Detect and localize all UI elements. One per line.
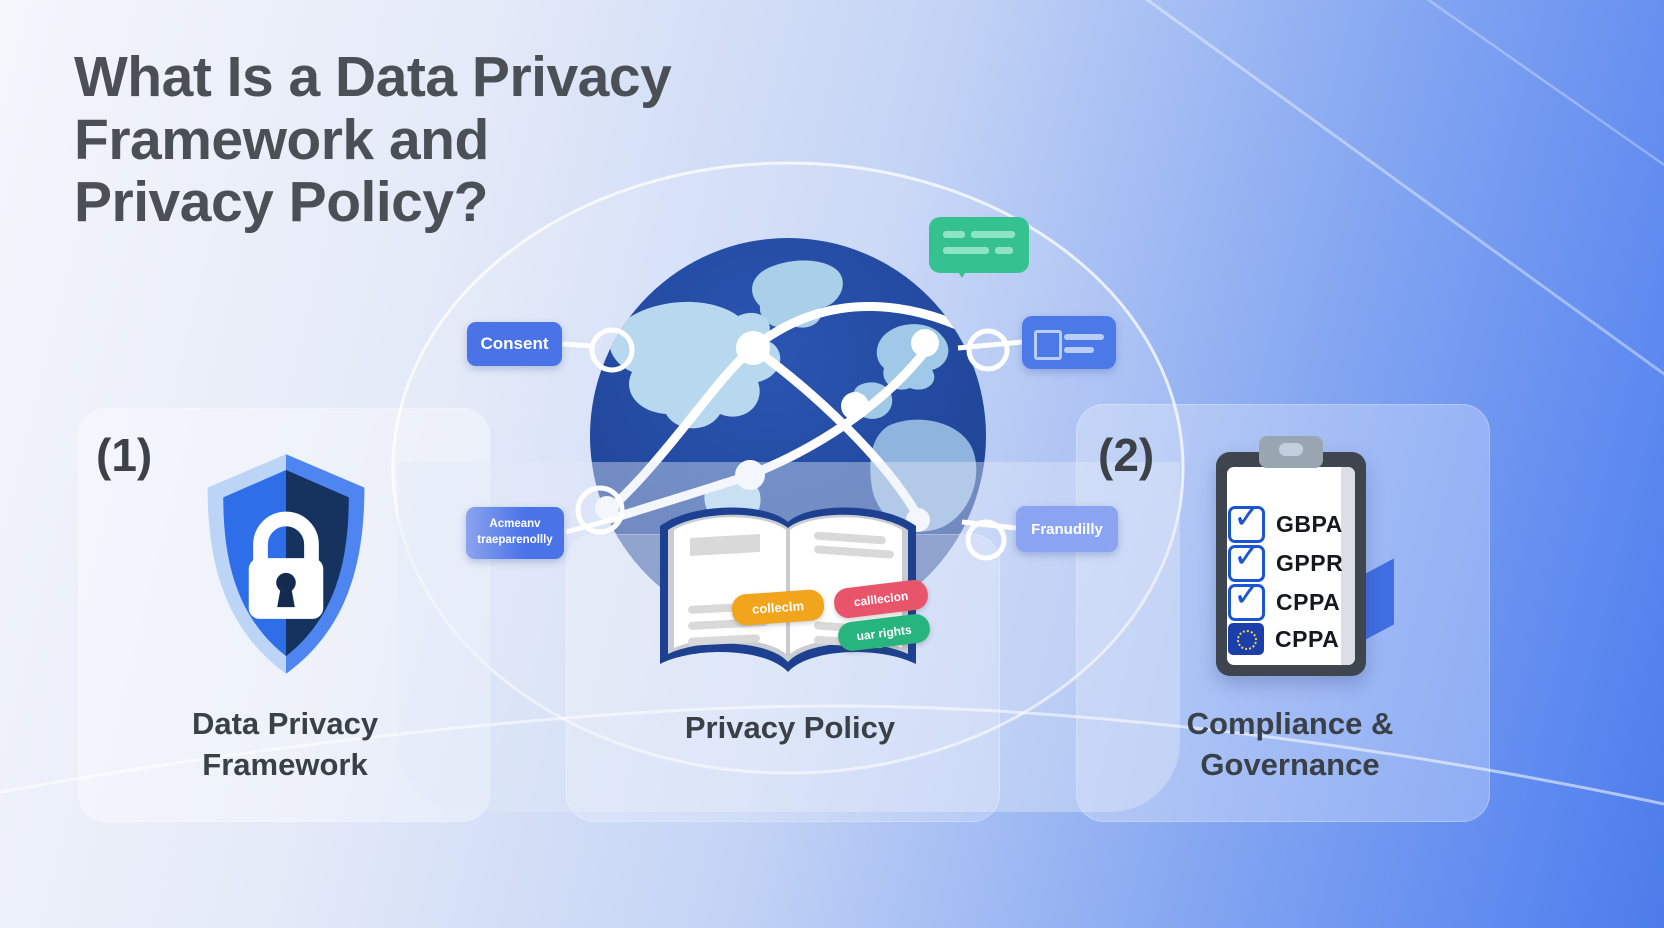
- title-line-3: Privacy Policy?: [74, 170, 488, 235]
- checklist-row: ✓ CPPA: [1228, 576, 1341, 621]
- section-number-1: (1): [96, 429, 153, 481]
- shield-lock-icon: [207, 454, 365, 674]
- title-line-1: What Is a Data Privacy: [74, 45, 672, 109]
- eu-stars: [1237, 630, 1257, 650]
- portability-chip-label: Franudilly: [1031, 520, 1103, 538]
- section-number-2: (2): [1098, 429, 1155, 481]
- checklist-label: CPPA: [1275, 625, 1340, 652]
- consent-chip: Consent: [467, 322, 562, 366]
- speech-bubble-icon: [929, 217, 1029, 278]
- book-tag-user-rights: uar rights: [836, 612, 932, 653]
- accountability-chip-label: Acmeanv traeparenollly: [477, 517, 552, 548]
- framework-caption: Data Privacy Framework: [191, 706, 379, 782]
- checklist-row: ✓ GPPR: [1228, 537, 1344, 582]
- check-mark: ✓: [1233, 537, 1262, 575]
- clipboard-clip-hole: [1279, 443, 1303, 456]
- page-title: What Is a Data Privacy Framework and Pri…: [74, 46, 734, 234]
- portability-chip: Franudilly: [1016, 506, 1118, 552]
- book-tags: colleclm callleclon uar rights: [648, 496, 932, 696]
- bubble-bar: [995, 247, 1013, 254]
- clipboard-clip: [1259, 436, 1323, 468]
- book-tag-collection-orange: colleclm: [731, 588, 825, 627]
- compliance-caption: Compliance & Governance: [1186, 706, 1394, 782]
- accountability-line2: traeparenollly: [477, 534, 553, 546]
- eu-flag-icon: [1228, 623, 1264, 655]
- bubble-bar: [971, 231, 1015, 238]
- title-line-2: Framework and: [74, 107, 489, 172]
- book-tag-text: callleclon: [852, 588, 909, 610]
- bubble-bar: [943, 247, 989, 254]
- checklist-label: GBPA: [1276, 511, 1343, 537]
- book-tag-text: colleclm: [751, 598, 805, 617]
- data-card-icon: [1022, 316, 1116, 369]
- check-mark: ✓: [1233, 498, 1262, 536]
- accountability-line1: Acmeanv: [489, 518, 541, 531]
- checklist-row: CPPA: [1228, 623, 1339, 655]
- consent-chip-label: Consent: [480, 334, 549, 353]
- checklist-label: GPPR: [1276, 550, 1344, 576]
- book-tag-text: uar rights: [855, 622, 913, 643]
- checklist-row: ✓ GBPA: [1228, 498, 1343, 543]
- checkbox-checked-icon: ✓: [1228, 576, 1265, 621]
- card-square: [1034, 330, 1062, 360]
- card-bar: [1064, 347, 1094, 353]
- bubble-bar: [943, 231, 965, 238]
- compliance-clipboard-icon: ✓ GBPA ✓ GPPR ✓ CPPA CPPA: [1216, 436, 1366, 676]
- policy-caption: Privacy Policy: [684, 710, 896, 745]
- card-bar: [1064, 334, 1104, 340]
- check-mark: ✓: [1233, 576, 1262, 614]
- checklist-label: CPPA: [1276, 589, 1341, 615]
- accountability-chip: Acmeanv traeparenollly: [466, 507, 564, 559]
- paper-edge: [1341, 467, 1355, 665]
- checkbox-checked-icon: ✓: [1228, 498, 1265, 543]
- checkbox-checked-icon: ✓: [1228, 537, 1265, 582]
